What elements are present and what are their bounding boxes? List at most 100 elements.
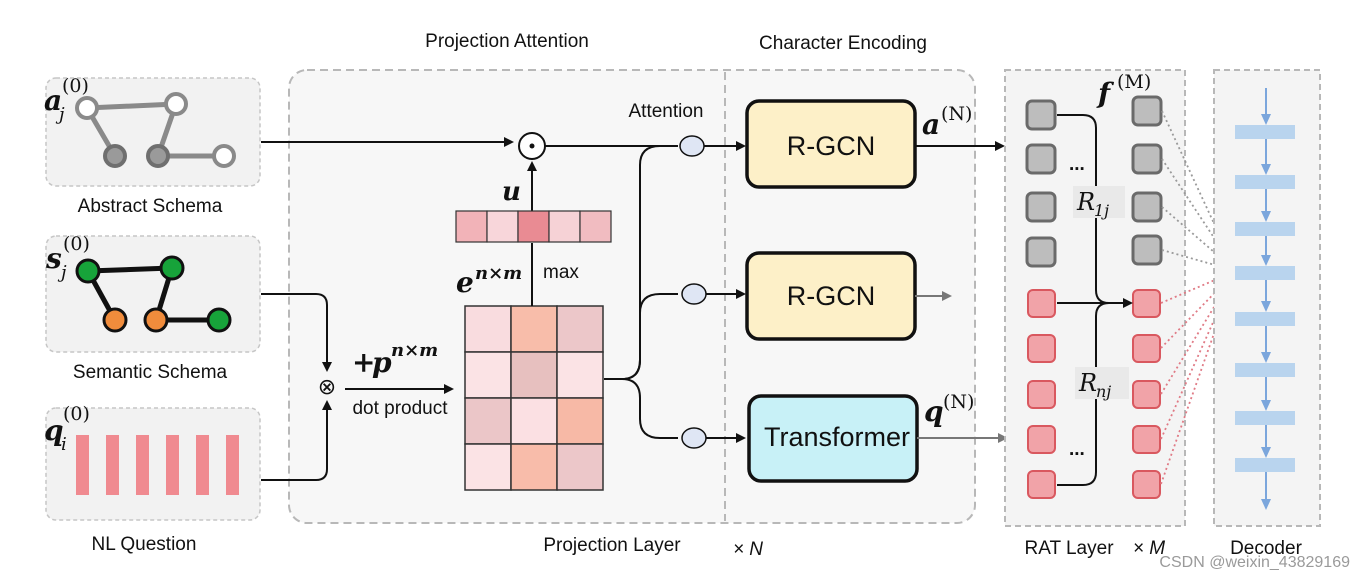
decoder-stack: [1235, 88, 1295, 510]
r1j-symbol: R 1j: [1076, 188, 1109, 220]
rat-node: [1025, 236, 1057, 268]
abstract-node: [212, 144, 236, 168]
decoder-step: [1235, 458, 1295, 472]
rnj-badge: [1075, 367, 1129, 399]
abstract-node: [146, 144, 170, 168]
a-out-symbol: a (N): [922, 103, 972, 141]
decoder-step: [1235, 266, 1295, 280]
token-bar: [106, 435, 119, 495]
matrix-cell: [510, 305, 558, 353]
rnj-symbol: R nj: [1078, 369, 1111, 401]
matrix-cell: [464, 397, 512, 445]
rat-node: [1027, 380, 1056, 409]
rat-dots-top: ...: [1069, 154, 1085, 175]
svg-text:(0): (0): [62, 75, 89, 97]
abstract-node: [103, 144, 127, 168]
matrix-cell: [464, 443, 512, 491]
projection-layer-label: Projection Layer: [543, 535, 681, 556]
svg-text:j: j: [57, 262, 67, 283]
matrix-cell: [510, 443, 558, 491]
q-out-symbol: q (N): [924, 391, 974, 428]
nl-question-panel: [45, 407, 261, 521]
decoder-step: [1235, 312, 1295, 326]
abstract-node: [75, 96, 99, 120]
matrix-cell: [556, 351, 604, 399]
character-encoding-title: Character Encoding: [759, 33, 927, 54]
abstract-schema-panel: [45, 77, 261, 187]
rat-right-gray-nodes: [1131, 95, 1163, 266]
attention-label: Attention: [629, 101, 704, 122]
semantic-node-orange: [102, 307, 128, 333]
e-term: e n×m: [456, 263, 522, 299]
rat-dots-bottom: ...: [1069, 439, 1085, 460]
svg-text:n×m: n×m: [391, 340, 438, 361]
svg-text:q: q: [924, 395, 944, 428]
token-bar: [196, 435, 209, 495]
token-bar: [76, 435, 89, 495]
svg-text:a: a: [44, 84, 62, 117]
rat-node: [1132, 334, 1161, 363]
times-m-label: × M: [1133, 538, 1165, 559]
matrix-fanout-bottom: [621, 378, 678, 439]
svg-text:R: R: [1076, 188, 1095, 216]
svg-text:nj: nj: [1096, 382, 1111, 401]
odot-dot: [529, 143, 535, 149]
u-vector: [455, 210, 612, 243]
u-cell: [517, 210, 550, 243]
svg-text:q: q: [44, 414, 64, 447]
decoder-step: [1235, 175, 1295, 189]
semantic-schema-label: Semantic Schema: [73, 362, 228, 383]
svg-text:a: a: [922, 108, 940, 141]
svg-text:(N): (N): [941, 103, 972, 125]
matrix-cell: [556, 443, 604, 491]
svg-text:j: j: [55, 104, 65, 125]
semantic-schema-panel: [45, 235, 261, 353]
svg-text:(0): (0): [63, 403, 90, 425]
rat-node: [1131, 191, 1163, 223]
matrix-fanout-mid: [621, 293, 678, 380]
rat-node: [1025, 143, 1057, 175]
decoder-step: [1235, 222, 1295, 236]
semantic-node-orange: [143, 307, 169, 333]
rat-node: [1131, 95, 1163, 127]
abstract-node: [164, 92, 188, 116]
svg-text:p: p: [372, 346, 392, 379]
svg-text:s: s: [45, 242, 62, 275]
semantic-node-green: [75, 258, 101, 284]
svg-text:1j: 1j: [1094, 201, 1109, 220]
matrix-cell: [510, 397, 558, 445]
svg-text:R: R: [1078, 369, 1097, 397]
svg-text:n×m: n×m: [475, 263, 522, 284]
svg-text:(0): (0): [63, 233, 90, 255]
semantic-to-otimes-arrow: [261, 293, 332, 372]
question-to-otimes-arrow: [261, 400, 332, 481]
matrix-cell: [464, 351, 512, 399]
rat-node: [1132, 289, 1161, 318]
decoder-step: [1235, 411, 1295, 425]
semantic-schema-symbol: s j (0): [45, 233, 90, 283]
matrix-cell: [556, 305, 604, 353]
dot-product-label: dot product: [352, 398, 448, 419]
rat-left-red-nodes: [1027, 289, 1056, 499]
attention-node: [681, 283, 707, 305]
token-bar: [136, 435, 149, 495]
rat-node: [1027, 470, 1056, 499]
svg-text:e: e: [456, 266, 474, 299]
rat-node: [1131, 234, 1163, 266]
rat-left-gray-nodes: [1025, 99, 1057, 268]
rgcn-mid-label: R-GCN: [787, 281, 876, 311]
matrix-cell: [556, 397, 604, 445]
semantic-node-green: [206, 307, 232, 333]
u-label: u: [502, 177, 521, 207]
score-matrix: [464, 305, 604, 491]
times-n-label: × N: [733, 539, 763, 560]
rgcn-top-label: R-GCN: [787, 131, 876, 161]
attention-node: [679, 135, 705, 157]
u-cell: [486, 210, 519, 243]
abstract-schema-label: Abstract Schema: [78, 196, 223, 217]
svg-text:(M): (M): [1117, 71, 1151, 93]
rgcn-top-box: [745, 99, 917, 189]
rat-node: [1025, 99, 1057, 131]
semantic-node-green: [159, 255, 185, 281]
